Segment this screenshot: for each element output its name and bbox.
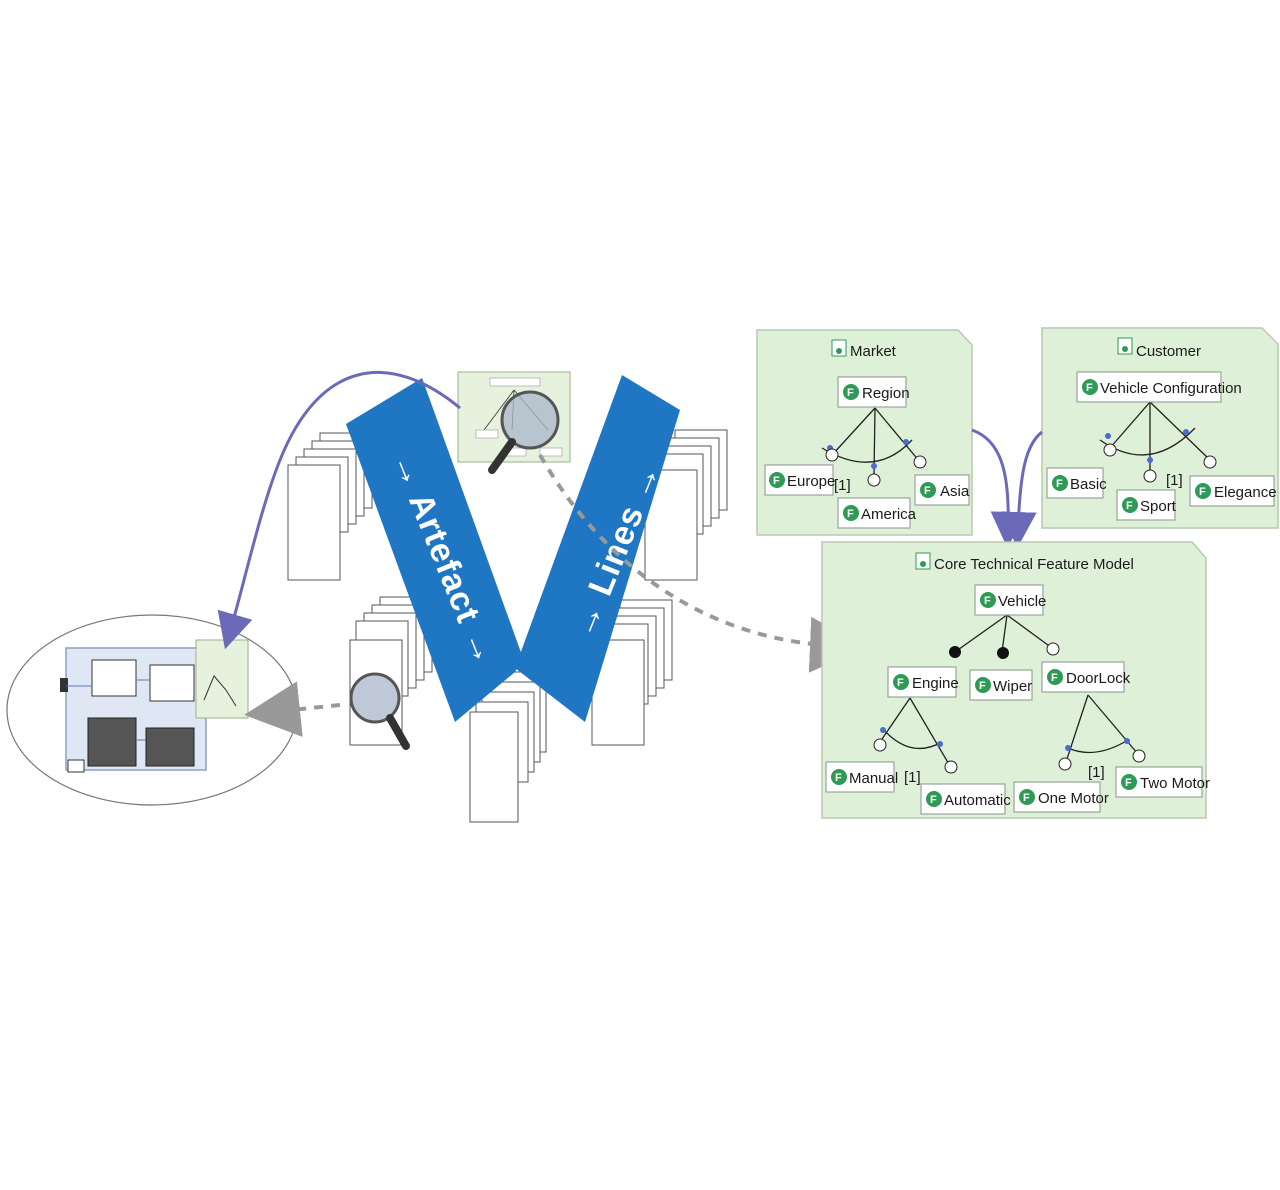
feature-one-motor: F One Motor: [1013, 781, 1109, 813]
svg-text:Region: Region: [862, 385, 910, 402]
market-title: Market: [850, 343, 897, 360]
magnifier-icon: [488, 390, 560, 474]
feature-automatic: F Automatic: [920, 783, 1011, 815]
core-feature-model-panel: Core Technical Feature Model F Vehicle: [821, 541, 1210, 819]
svg-text:F: F: [835, 772, 842, 784]
svg-text:F: F: [1051, 672, 1058, 684]
feature-asia: F Asia: [914, 474, 970, 506]
svg-text:Wiper: Wiper: [993, 678, 1032, 695]
svg-text:Manual: Manual: [849, 770, 898, 787]
svg-text:F: F: [1086, 382, 1093, 394]
customer-model-panel: Customer F Vehicle Configuration F Basic…: [1041, 327, 1279, 529]
svg-text:Engine: Engine: [912, 675, 959, 692]
svg-text:One Motor: One Motor: [1038, 790, 1109, 807]
feature-manual: F Manual: [825, 761, 898, 793]
feature-sport: F Sport: [1116, 489, 1177, 521]
feature-region: F Region: [837, 376, 910, 408]
model-icon: [831, 339, 847, 357]
feature-wiper: F Wiper: [969, 669, 1033, 701]
svg-text:F: F: [1056, 478, 1063, 490]
v-shape: → Artefact → → Lines →: [346, 375, 680, 722]
svg-text:Automatic: Automatic: [944, 792, 1011, 809]
feature-elegance: F Elegance: [1189, 475, 1277, 507]
svg-text:Basic: Basic: [1070, 476, 1107, 493]
magnifier-icon-lower: [349, 672, 410, 750]
svg-text:F: F: [984, 595, 991, 607]
document-stack-bottom: [469, 671, 547, 823]
svg-text:F: F: [1023, 792, 1030, 804]
engine-cardinality: [1]: [904, 769, 921, 786]
customer-cardinality: [1]: [1166, 472, 1183, 489]
svg-text:F: F: [847, 387, 854, 399]
feature-america: F America: [837, 497, 917, 529]
feature-basic: F Basic: [1046, 467, 1107, 499]
dashed-arrow-to-ellipse: [244, 681, 341, 737]
svg-text:Sport: Sport: [1140, 498, 1177, 515]
market-model-panel: Market F Region F Europe [1] F America: [756, 329, 973, 536]
doorlock-cardinality: [1]: [1088, 764, 1105, 781]
svg-text:F: F: [897, 677, 904, 689]
model-icon: [915, 552, 931, 570]
svg-text:DoorLock: DoorLock: [1066, 670, 1131, 687]
svg-text:F: F: [1126, 500, 1133, 512]
svg-text:Elegance: Elegance: [1214, 484, 1277, 501]
model-icon: [1117, 337, 1133, 355]
feature-vehicle: F Vehicle: [974, 584, 1046, 616]
svg-text:F: F: [847, 508, 854, 520]
svg-text:Asia: Asia: [940, 483, 970, 500]
market-cardinality: [1]: [834, 477, 851, 494]
svg-text:F: F: [924, 485, 931, 497]
feature-doorlock: F DoorLock: [1041, 661, 1131, 693]
svg-text:America: America: [861, 506, 917, 523]
market-to-core-arrow: [971, 428, 1027, 548]
svg-text:Two Motor: Two Motor: [1140, 775, 1210, 792]
svg-text:F: F: [773, 475, 780, 487]
feature-vehicle-configuration: F Vehicle Configuration: [1076, 371, 1242, 403]
core-model-title: Core Technical Feature Model: [934, 556, 1134, 573]
feature-two-motor: F Two Motor: [1115, 766, 1210, 798]
svg-text:F: F: [1199, 486, 1206, 498]
customer-to-core-arrow: [1000, 430, 1043, 548]
feature-engine: F Engine: [887, 666, 959, 698]
trace-arc-arrow: [217, 370, 461, 650]
svg-text:Vehicle Configuration: Vehicle Configuration: [1100, 380, 1242, 397]
svg-text:F: F: [1125, 777, 1132, 789]
document-stack-right-bottom: [591, 599, 673, 746]
customer-title: Customer: [1136, 343, 1201, 360]
feature-europe: F Europe: [764, 464, 835, 496]
svg-text:F: F: [979, 680, 986, 692]
artefact-zoom-ellipse: [6, 614, 298, 806]
svg-text:Vehicle: Vehicle: [998, 593, 1046, 610]
svg-text:F: F: [930, 794, 937, 806]
svg-text:Europe: Europe: [787, 473, 835, 490]
